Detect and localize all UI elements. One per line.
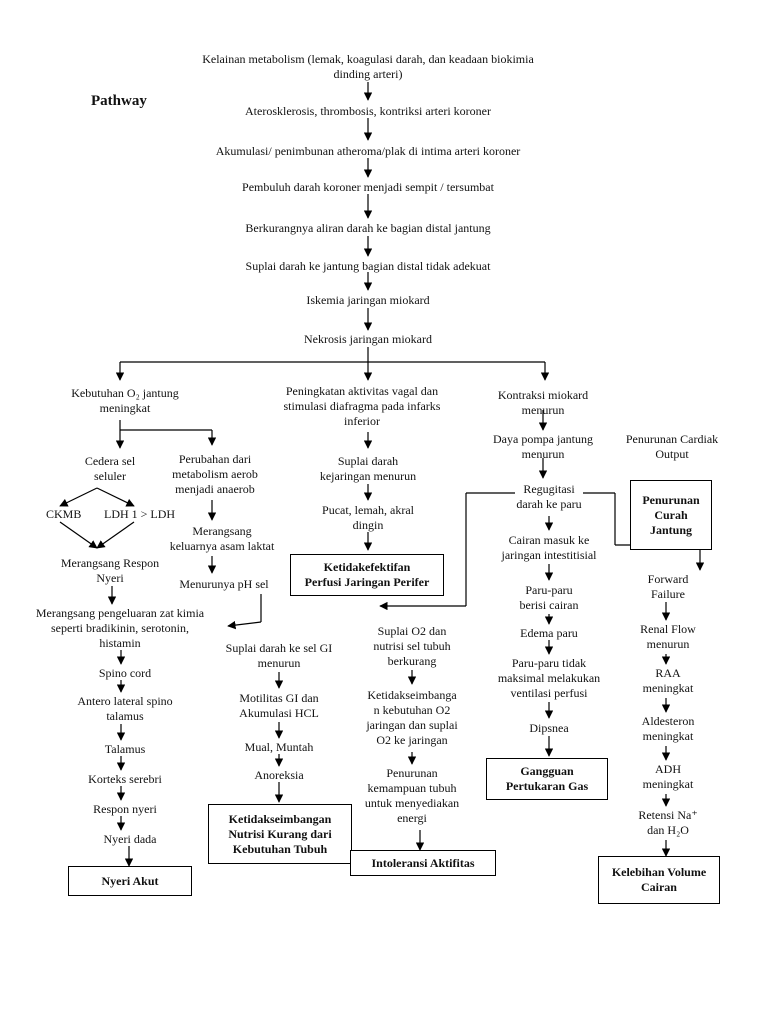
node-aldesteron: Aldesteron meningkat [641, 714, 695, 743]
diagnosis-intoleransi-aktifitas: Intoleransi Aktifitas [350, 850, 496, 876]
node-kelainan-metabolism: Kelainan metabolism (lemak, koagulasi da… [202, 52, 534, 81]
node-suplai-darah-menurun: Suplai darah kejaringan menurun [319, 454, 417, 483]
node-antero-lateral: Antero lateral spino talamus [77, 694, 173, 723]
node-paru-berisi-cairan: Paru-paru berisi cairan [519, 583, 579, 612]
node-talamus: Talamus [104, 742, 146, 756]
node-kontraksi-miokard: Kontraksi miokard menurun [497, 388, 589, 417]
node-retensi-na-h2o: Retensi Na⁺ dan H₂O [638, 808, 698, 837]
node-aliran-berkurang: Berkurangnya aliran darah ke bagian dist… [245, 221, 491, 235]
diagnosis-penurunan-curah-jantung: Penurunan Curah Jantung [630, 480, 712, 550]
node-suplai-gi: Suplai darah ke sel GI menurun [225, 641, 333, 670]
node-nyeri-dada: Nyeri dada [103, 832, 157, 846]
diagnosis-nyeri-akut: Nyeri Akut [68, 866, 192, 896]
node-cedera-sel: Cedera sel seluler [84, 454, 136, 483]
node-renal-flow: Renal Flow menurun [640, 622, 696, 651]
node-iskemia: Iskemia jaringan miokard [306, 293, 430, 307]
node-dipsnea: Dipsnea [529, 721, 569, 735]
node-suplai-o2-berkurang: Suplai O2 dan nutrisi sel tubuh berkuran… [373, 624, 451, 668]
node-korteks-serebri: Korteks serebri [88, 772, 162, 786]
node-ldh: LDH 1 > LDH [104, 507, 176, 521]
node-aterosklerosis: Aterosklerosis, thrombosis, kontriksi ar… [245, 104, 491, 118]
node-motilitas-gi: Motilitas GI dan Akumulasi HCL [239, 691, 319, 720]
node-menurunya-ph: Menurunya pH sel [179, 577, 269, 591]
node-respon-nyeri: Respon nyeri [93, 802, 157, 816]
diagnosis-gangguan-pertukaran-gas: Gangguan Pertukaran Gas [486, 758, 608, 800]
node-adh: ADH meningkat [642, 762, 694, 791]
node-akumulasi-atheroma: Akumulasi/ penimbunan atheroma/plak di i… [215, 144, 521, 158]
node-raa-meningkat: RAA meningkat [642, 666, 694, 695]
node-ckmb: CKMB [46, 507, 82, 521]
node-paru-tidak-maksimal: Paru-paru tidak maksimal melakukan venti… [497, 656, 601, 700]
node-spino-cord: Spino cord [98, 666, 152, 680]
diagnosis-kelebihan-volume-cairan: Kelebihan Volume Cairan [598, 856, 720, 904]
page-title: Pathway [91, 93, 147, 109]
node-perubahan-metabolisme: Perubahan dari metabolism aerob menjadi … [172, 452, 258, 496]
diagnosis-perfusi-perifer: Ketidakefektifan Perfusi Jaringan Perife… [290, 554, 444, 596]
node-regugitasi: Regugitasi darah ke paru [516, 482, 582, 511]
node-forward-failure: Forward Failure [647, 572, 689, 601]
node-daya-pompa: Daya pompa jantung menurun [493, 432, 593, 461]
node-pengeluaran-zat-kimia: Merangsang pengeluaran zat kimia seperti… [35, 606, 205, 650]
node-peningkatan-vagal: Peningkatan aktivitas vagal dan stimulas… [283, 384, 441, 428]
node-merangsang-respon-nyeri: Merangsang Respon Nyeri [60, 556, 160, 585]
node-pucat-lemah: Pucat, lemah, akral dingin [322, 503, 414, 532]
node-merangsang-asam-laktat: Merangsang keluarnya asam laktat [169, 524, 275, 553]
node-nekrosis: Nekrosis jaringan miokard [304, 332, 432, 346]
node-penurunan-cardiak-output: Penurunan Cardiak Output [625, 432, 719, 461]
node-penurunan-kemampuan: Penurunan kemampuan tubuh untuk menyedia… [364, 766, 460, 825]
node-mual-muntah: Mual, Muntah [244, 740, 314, 754]
node-ketidakseimbangan-o2: Ketidakseimbanga n kebutuhan O2 jaringan… [366, 688, 458, 747]
node-kebutuhan-o2: Kebutuhan O₂ jantung meningkat [71, 386, 179, 415]
node-pembuluh-sempit: Pembuluh darah koroner menjadi sempit / … [242, 180, 494, 194]
node-suplai-tidak-adekuat: Suplai darah ke jantung bagian distal ti… [245, 259, 491, 273]
diagnosis-nutrisi-kurang: Ketidakseimbangan Nutrisi Kurang dari Ke… [208, 804, 352, 864]
node-edema-paru: Edema paru [520, 626, 578, 640]
node-cairan-intestitisial: Cairan masuk ke jaringan intestitisial [501, 533, 597, 562]
node-anoreksia: Anoreksia [254, 768, 304, 782]
